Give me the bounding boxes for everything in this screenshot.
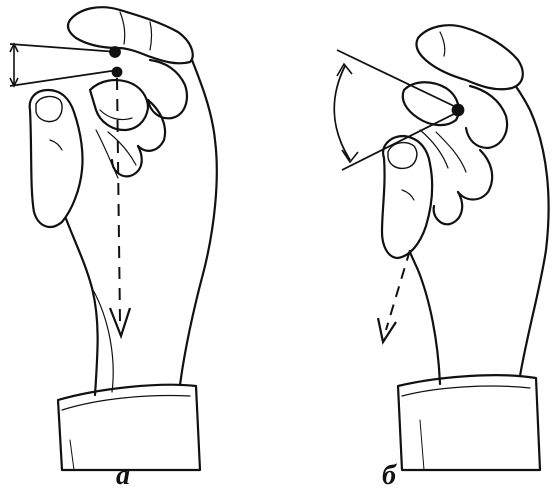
panel-a-thumb xyxy=(30,90,83,227)
panel-b-dashed-axis xyxy=(386,250,410,330)
panel-b-hand xyxy=(382,25,549,470)
panel-b-sleeve-icon xyxy=(398,375,540,470)
panel-a-index-finger xyxy=(68,7,193,63)
panel-b-thumb xyxy=(382,136,432,258)
panel-a-hand xyxy=(30,7,217,470)
panel-a-label: а xyxy=(116,462,130,490)
panel-b-index-finger xyxy=(416,25,522,89)
panel-a-lower-point-icon xyxy=(113,68,122,77)
panel-a-upper-point-icon xyxy=(110,47,120,57)
panel-b-pivot-point-icon xyxy=(453,105,464,116)
panel-b-label: б xyxy=(382,462,396,490)
